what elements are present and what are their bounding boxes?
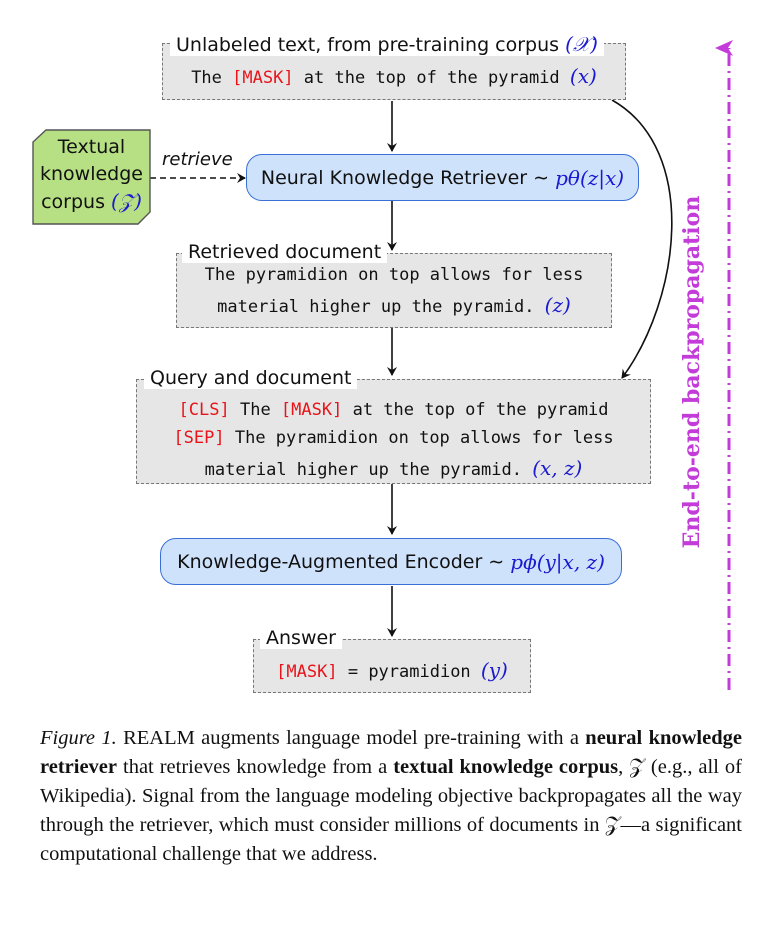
caption-bold-2: textual knowledge corpus: [393, 756, 619, 778]
retrieved-legend: Retrieved document: [182, 241, 388, 263]
backprop-label: End-to-end backpropagation: [679, 195, 705, 549]
query-line-1-b: at the top of the pyramid: [342, 400, 609, 420]
z-corpus-variable: (𝒵): [111, 189, 142, 213]
answer-legend: Answer: [260, 627, 342, 649]
corpus-line-2: knowledge: [40, 163, 143, 185]
y-variable: (y): [480, 658, 508, 682]
unlabeled-text-prefix: The: [191, 68, 233, 88]
answer-value: pyramidion: [368, 662, 481, 682]
query-line-2: [SEP] The pyramidion on top allows for l…: [137, 428, 650, 448]
retriever-label: Neural Knowledge Retriever ∼: [260, 166, 550, 189]
encoder-label: Knowledge-Augmented Encoder ∼: [177, 550, 505, 573]
unlabeled-legend-text: Unlabeled text, from pre-training corpus: [176, 34, 560, 56]
textual-knowledge-corpus: Textual knowledge corpus (𝒵): [33, 134, 150, 222]
answer-equals: =: [337, 662, 369, 682]
corpus-shape-outline: [32, 129, 151, 225]
caption-text-2: that retrieves knowledge from a: [117, 756, 394, 778]
retriever-formula: pθ(z|x): [555, 165, 625, 190]
retrieved-line-2: material higher up the pyramid. (z): [177, 293, 611, 317]
retrieved-document-box: The pyramidion on top allows for less ma…: [176, 253, 612, 328]
figure-caption: Figure 1. REALM augments language model …: [40, 724, 742, 869]
mask-token: [MASK]: [232, 68, 294, 88]
unlabeled-text-line: The [MASK] at the top of the pyramid (x): [163, 64, 625, 88]
knowledge-augmented-encoder: Knowledge-Augmented Encoder ∼ pϕ(y|x, z): [160, 538, 622, 585]
answer-mask-token: [MASK]: [276, 662, 338, 682]
x-variable: (x): [569, 64, 597, 88]
corpus-line-3: corpus (𝒵): [33, 188, 150, 216]
cls-token: [CLS]: [178, 400, 230, 420]
query-mask-token: [MASK]: [280, 400, 343, 420]
retrieve-label: retrieve: [162, 149, 233, 170]
sep-token: [SEP]: [173, 428, 225, 448]
unlabeled-legend: Unlabeled text, from pre-training corpus…: [170, 32, 604, 56]
caption-text-3: , 𝒵 (e.g., all of Wikipedia). Signal fro…: [40, 756, 742, 865]
query-line-2-text: The pyramidion on top allows for less: [224, 428, 614, 448]
curve-unlabeled-to-query: [611, 99, 673, 379]
query-line-3: material higher up the pyramid. (x, z): [137, 456, 650, 480]
query-document-box: [CLS] The [MASK] at the top of the pyram…: [136, 379, 651, 484]
retrieved-line-2-text: material higher up the pyramid.: [217, 297, 545, 317]
query-line-1: [CLS] The [MASK] at the top of the pyram…: [137, 400, 650, 420]
caption-figure-label: Figure 1.: [40, 727, 117, 749]
neural-knowledge-retriever: Neural Knowledge Retriever ∼ pθ(z|x): [246, 154, 639, 201]
encoder-formula: pϕ(y|x, z): [510, 549, 605, 574]
query-legend: Query and document: [144, 367, 358, 389]
unlabeled-text-suffix: at the top of the pyramid: [293, 68, 570, 88]
query-line-1-a: The: [229, 400, 281, 420]
corpus-line-1: Textual: [57, 136, 126, 158]
retrieved-line-1: The pyramidion on top allows for less: [204, 265, 584, 285]
caption-bold-1: neural knowledge retriever: [40, 727, 742, 778]
answer-line: [MASK] = pyramidion (y): [254, 658, 530, 682]
corpus-line-3-text: corpus: [41, 191, 112, 213]
corpus-x-variable: (𝒳): [565, 32, 598, 56]
caption-text-1: REALM augments language model pre-traini…: [116, 727, 586, 749]
xz-variable: (x, z): [532, 456, 583, 480]
z-variable: (z): [544, 293, 571, 317]
query-line-3-text: material higher up the pyramid.: [204, 460, 533, 480]
